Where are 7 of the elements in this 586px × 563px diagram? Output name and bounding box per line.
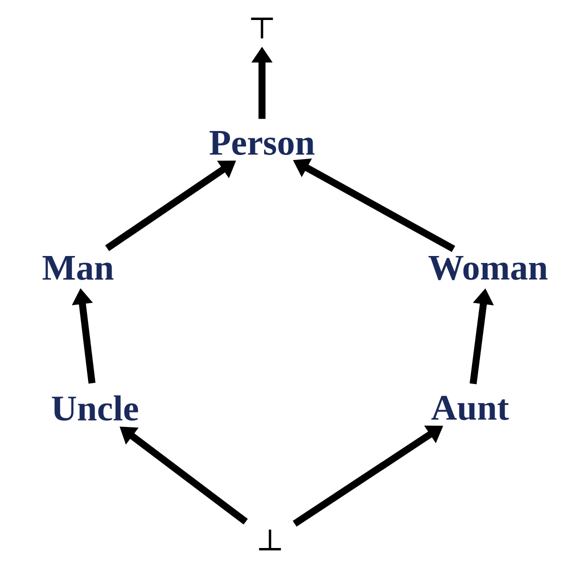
concept-label: Aunt (431, 396, 509, 420)
concept-label: Man (42, 256, 114, 280)
concept-label: Person (210, 131, 314, 155)
concept-label: Woman (428, 256, 548, 280)
concept-label: Uncle (52, 395, 138, 421)
symbol-label: ⊤ (251, 18, 273, 38)
symbol-label: ⊥ (259, 530, 281, 550)
